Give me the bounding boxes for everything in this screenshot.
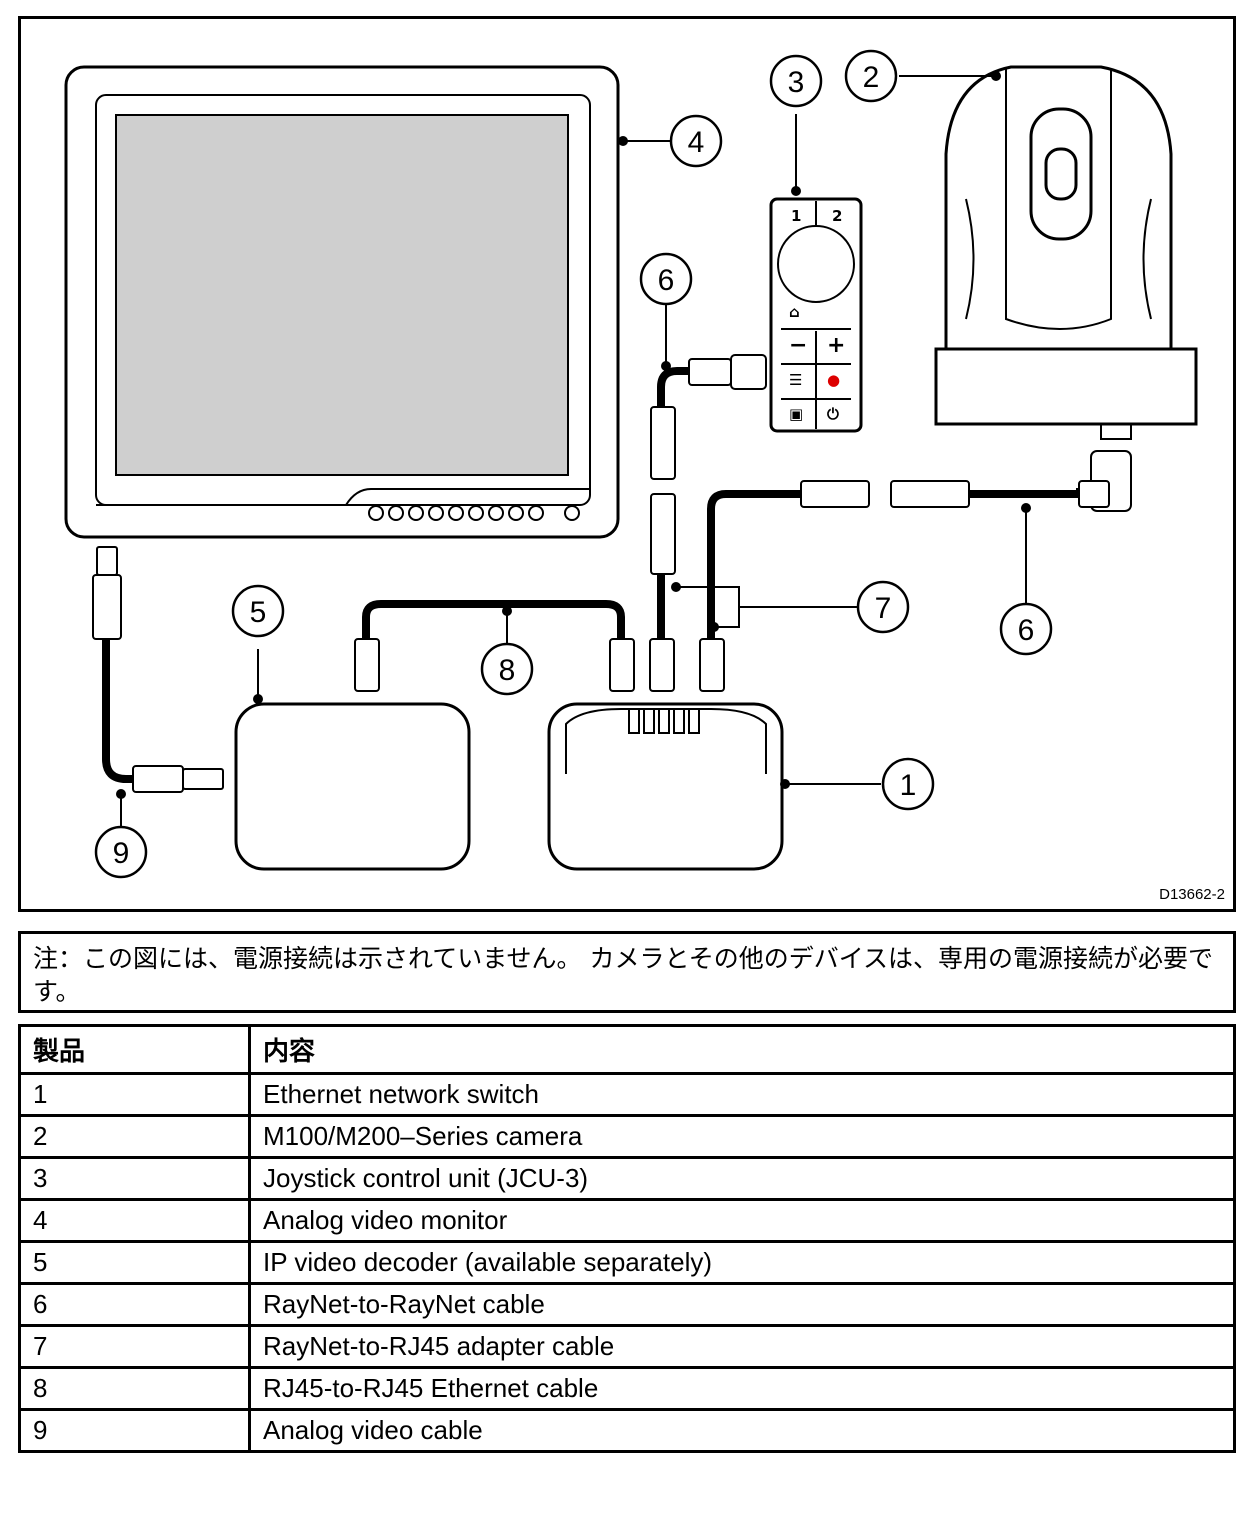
- callout-5: 5: [250, 596, 267, 629]
- table-header-row: 製品 内容: [18, 1024, 1236, 1075]
- item-number: 6: [18, 1282, 251, 1327]
- plus-icon: +: [827, 333, 845, 358]
- rj45-cable: [362, 600, 625, 648]
- power-icon: ⏻: [827, 405, 839, 423]
- adapter-cable-b: [707, 490, 805, 643]
- item-description: RayNet-to-RayNet cable: [248, 1282, 1236, 1327]
- item-description: Analog video cable: [248, 1408, 1236, 1453]
- ethernet-network-switch: [547, 702, 784, 871]
- color-palette-icon: ●: [827, 371, 840, 389]
- callout-8: 8: [499, 654, 516, 687]
- home-icon: ⌂: [789, 303, 800, 321]
- item-number: 9: [18, 1408, 251, 1453]
- note-text: 注：この図には、電源接続は示されていません。 カメラとその他のデバイスは、専用の…: [18, 931, 1236, 1013]
- jcu-button-2-label: 2: [832, 207, 842, 225]
- item-number: 8: [18, 1366, 251, 1411]
- ip-video-decoder: [234, 702, 471, 871]
- callout-7: 7: [875, 592, 892, 625]
- item-number: 4: [18, 1198, 251, 1243]
- leader-lines: [120, 75, 1027, 831]
- callout-4: 4: [688, 126, 705, 159]
- diagram-svg: 1 2 ⌂ − + ☰ ● ▣ ⏻ 4 2 3 6 6 5 8 7 1 9: [64, 49, 1198, 879]
- item-number: 2: [18, 1114, 251, 1159]
- item-description: RJ45-to-RJ45 Ethernet cable: [248, 1366, 1236, 1411]
- leader-dots: [116, 71, 1031, 799]
- item-number: 7: [18, 1324, 251, 1369]
- picture-in-picture-icon: ▣: [789, 405, 803, 423]
- raynet-joystick-cable: [657, 367, 693, 413]
- item-number: 1: [18, 1072, 251, 1117]
- joystick-control-unit: [769, 197, 863, 433]
- item-description: M100/M200–Series camera: [248, 1114, 1236, 1159]
- callout-2: 2: [863, 61, 880, 94]
- header-item: 製品: [18, 1024, 251, 1075]
- monitor-buttons: [368, 505, 580, 521]
- item-description: Analog video monitor: [248, 1198, 1236, 1243]
- callout-1: 1: [900, 769, 917, 802]
- item-number: 5: [18, 1240, 251, 1285]
- item-description: RayNet-to-RJ45 adapter cable: [248, 1324, 1236, 1369]
- callout-6a: 6: [658, 264, 675, 297]
- callout-3: 3: [788, 66, 805, 99]
- item-description: IP video decoder (available separately): [248, 1240, 1236, 1285]
- m100-camera: [934, 65, 1198, 512]
- analog-video-monitor: [64, 65, 620, 539]
- minus-icon: −: [789, 333, 807, 358]
- connection-diagram: 1 2 ⌂ − + ☰ ● ▣ ⏻ 4 2 3 6 6 5 8 7 1 9 D1…: [18, 16, 1236, 912]
- menu-icon: ☰: [789, 371, 802, 389]
- item-description: Joystick control unit (JCU-3): [248, 1156, 1236, 1201]
- connectors: [92, 354, 1110, 793]
- jcu-button-1-label: 1: [791, 207, 801, 225]
- cables: [102, 367, 1083, 783]
- item-number: 3: [18, 1156, 251, 1201]
- callout-6b: 6: [1018, 614, 1035, 647]
- analog-video-cable: [102, 635, 140, 783]
- callout-9: 9: [113, 837, 130, 870]
- figure-id: D13662-2: [1159, 886, 1225, 903]
- header-description: 内容: [248, 1024, 1236, 1075]
- item-description: Ethernet network switch: [248, 1072, 1236, 1117]
